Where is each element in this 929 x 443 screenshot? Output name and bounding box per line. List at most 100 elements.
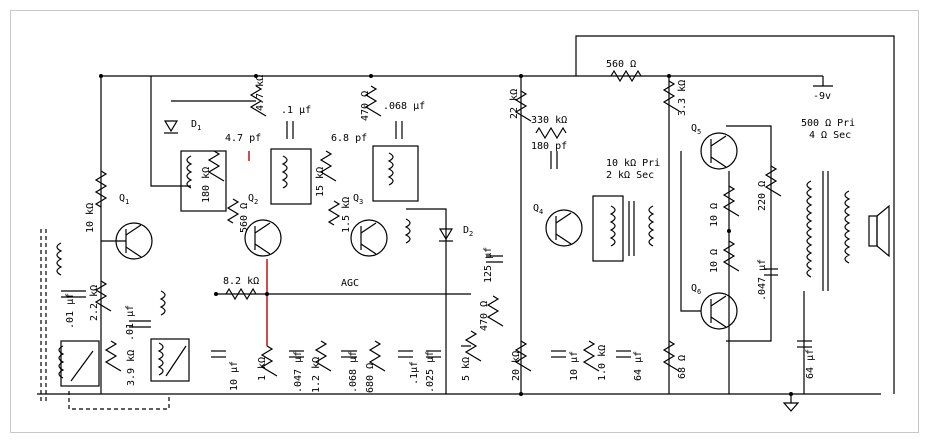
d1-label: D1: [191, 119, 201, 132]
r-3-3k-label: 3.3 kΩ: [677, 80, 688, 116]
r-330k-label: 330 kΩ: [531, 115, 567, 126]
resistor-330k: [535, 126, 567, 140]
q4-label: Q4: [533, 203, 543, 216]
if-transformer-3-can: [372, 145, 419, 202]
c-10-b-label: 10 µf: [569, 351, 580, 381]
junction-dot: [265, 292, 269, 296]
c-025-label: .025 µf: [425, 351, 436, 393]
junction-dot: [254, 74, 258, 78]
q6-label: Q6: [691, 283, 701, 296]
antenna-coil-top: [56, 242, 63, 276]
resistor-470-mid: [486, 295, 504, 327]
q4-transistor: [545, 209, 583, 247]
t2-pri-label: 500 Ω Pri: [801, 118, 855, 129]
resistor-10-b: [722, 240, 740, 272]
t1-sec-label: 2 kΩ Sec: [606, 170, 654, 181]
supply-label: -9v: [813, 91, 831, 102]
q4-collector: [555, 212, 572, 224]
t2-sec-label: 4 Ω Sec: [809, 130, 851, 141]
collector-loop: [726, 125, 772, 342]
resistor-220: [764, 165, 782, 197]
r-10k-left-label: 10 kΩ: [85, 203, 96, 233]
top-feedback-wire: [575, 35, 895, 394]
resistor-1-2k: [314, 340, 332, 372]
c-64-a-label: 64 µf: [633, 351, 644, 381]
r-1k-label: 1 kΩ: [257, 357, 268, 381]
resistor-1k: [260, 345, 278, 377]
r-4-7k-label: 4.7 kΩ: [255, 75, 266, 111]
resistor-3-3k: [662, 80, 680, 112]
resistor-68: [662, 340, 680, 372]
r-560-label: 560 Ω: [239, 203, 250, 233]
c-1-top-label: .1 µf: [281, 105, 311, 116]
q6-emitter: [710, 316, 727, 328]
potentiometer-5k: [464, 330, 482, 362]
q6-collector: [710, 295, 727, 307]
q1-collector: [125, 224, 142, 236]
r-180k-label: 180 kΩ: [201, 167, 212, 203]
q2-transistor: [244, 219, 282, 257]
variable-cap-arrow-1: [70, 350, 94, 382]
c-64-b-label: 64 µf: [805, 349, 816, 379]
agc-label: AGC: [341, 278, 359, 289]
d2-wire: [406, 208, 447, 394]
r-3-9k-label: 3.9 kΩ: [126, 350, 137, 386]
q5-emitter: [710, 156, 727, 168]
resistor-15k: [319, 150, 337, 182]
resistor-10-a: [722, 185, 740, 217]
r-680-label: 680 Ω: [365, 363, 376, 393]
d2-label: D2: [463, 225, 473, 238]
c-6-8p-label: 6.8 pf: [331, 133, 367, 144]
speaker-icon: [876, 204, 890, 258]
q2-label: Q2: [248, 193, 258, 206]
q1-label: Q1: [119, 193, 129, 206]
r-470-mid-label: 470 Ω: [479, 301, 490, 331]
resistor-10k-left: [94, 170, 108, 208]
q3-label: Q3: [353, 193, 363, 206]
if1-coil-a: [186, 155, 193, 189]
r-8-2k-label: 8.2 kΩ: [223, 276, 259, 287]
d1-diode: [163, 120, 179, 133]
q1-emitter: [125, 246, 142, 258]
if3-coil-a: [387, 152, 394, 186]
output-secondary-coil: [844, 190, 851, 264]
q4-emitter: [555, 233, 572, 245]
if2-coil-a: [281, 155, 288, 189]
c-125-label: 125 µf: [483, 247, 494, 283]
junction-dot: [789, 392, 793, 396]
r-1-5k-label: 1.5 kΩ: [341, 197, 352, 233]
resistor-180k: [207, 150, 225, 182]
q5-transistor: [700, 132, 738, 170]
q2-collector: [254, 222, 271, 234]
r-1-0k-label: 1.0 kΩ: [597, 345, 608, 381]
resistor-8-2k: [225, 287, 257, 301]
junction-dot: [727, 229, 731, 233]
speaker-magnet: [868, 215, 878, 247]
c-047-b-label: .047 µf: [757, 259, 768, 301]
r-15k-label: 15 kΩ: [315, 167, 326, 197]
c-068-b-label: .068 µf: [348, 351, 359, 393]
junction-dot: [369, 74, 373, 78]
d2-diode: [438, 228, 454, 241]
q3-emitter: [360, 243, 377, 255]
r-10-b-label: 10 Ω: [709, 249, 720, 273]
resistor-1-0k: [582, 340, 600, 372]
resistor-2-2k: [94, 280, 112, 312]
c-1-b-label: .1µf: [409, 361, 420, 385]
q2-emitter: [254, 243, 271, 255]
resistor-560-top: [610, 69, 642, 83]
q3-transistor: [350, 219, 388, 257]
resistor-22k: [514, 90, 532, 122]
r-10-a-label: 10 Ω: [709, 203, 720, 227]
osc-coil-a: [159, 290, 166, 316]
q3-collector: [360, 222, 377, 234]
ground-icon: [782, 402, 800, 412]
c-01-left-label: .01 µf: [65, 293, 76, 329]
schematic-frame: Q1 10 kΩ 2.2 kΩ .01 µf 3.9 kΩ .01 µf D1 …: [10, 10, 919, 433]
antenna-coil-bottom: [58, 345, 65, 379]
if-transformer-1-can: [180, 150, 227, 212]
driver-secondary-coil: [648, 205, 655, 247]
resistor-680: [368, 340, 386, 372]
resistor-560: [226, 198, 240, 224]
c-4-7p-label: 4.7 pf: [225, 133, 261, 144]
